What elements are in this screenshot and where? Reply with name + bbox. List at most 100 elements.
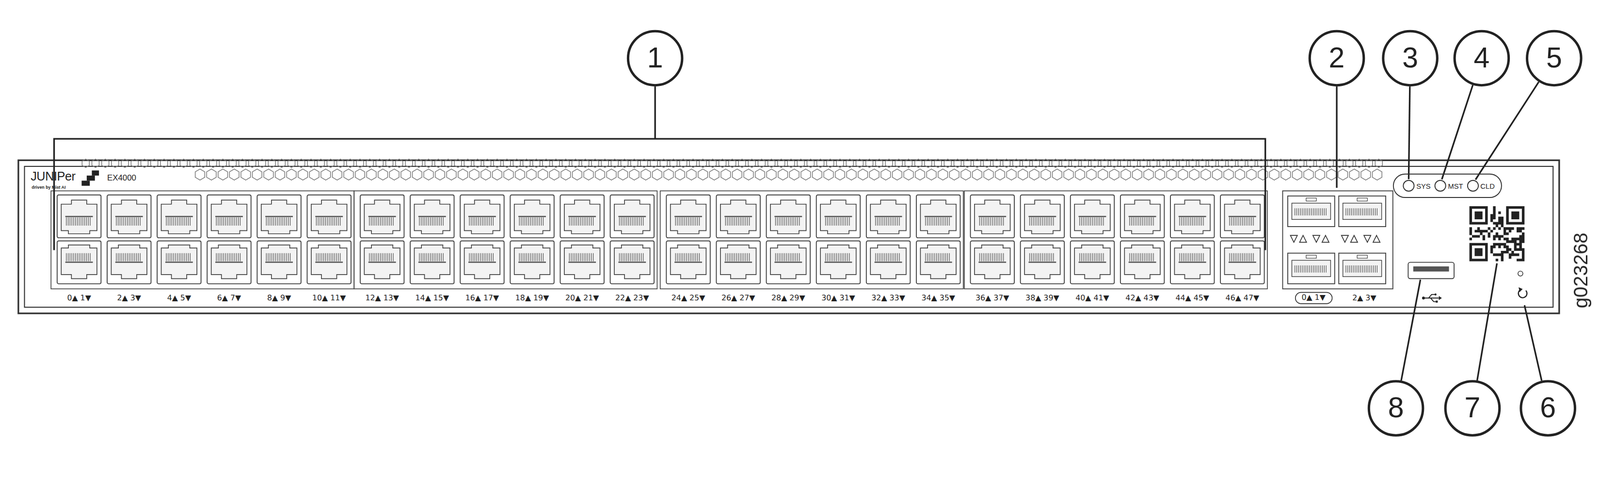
leader-line <box>1477 263 1498 381</box>
port-opening <box>61 244 97 279</box>
port-number: 28▲ 29▼ <box>771 293 805 302</box>
port-frame <box>610 240 655 284</box>
port-opening <box>770 199 807 234</box>
rj45-port <box>1170 194 1215 238</box>
port-contact-bar <box>724 261 752 263</box>
callout-number-text: 8 <box>1388 393 1405 423</box>
rj45-port <box>410 194 454 238</box>
port-contact-bar <box>315 261 343 263</box>
callout-circle <box>1520 381 1576 435</box>
rj45-port <box>766 240 811 284</box>
port-frame <box>207 194 251 238</box>
port-group-outline <box>964 190 1268 289</box>
port-number: 46▲ 47▼ <box>1225 293 1260 302</box>
sfp-contacts <box>1295 208 1327 216</box>
port-frame <box>57 240 101 284</box>
port-number: 26▲ 27▼ <box>721 293 755 302</box>
port-group-outline <box>353 190 657 289</box>
port-opening <box>464 244 501 279</box>
sfp-cage <box>1338 195 1386 227</box>
port-contact-bar <box>115 261 144 263</box>
port-opening <box>1224 244 1261 279</box>
port-contact-bar <box>165 215 193 218</box>
port-frame <box>1070 240 1115 284</box>
callout-number-text: 2 <box>1328 43 1345 73</box>
callout-circle <box>1527 31 1582 85</box>
port-number: 12▲ 13▼ <box>365 293 399 302</box>
rj45-port <box>1020 194 1065 238</box>
rj45-port <box>866 240 911 284</box>
link-triangle <box>1312 235 1320 242</box>
port-contact-bar <box>824 215 853 218</box>
port-contacts <box>925 217 950 226</box>
rj45-port <box>1070 240 1115 284</box>
leader-line <box>654 86 656 139</box>
callout-circle <box>1368 381 1424 435</box>
port-contacts <box>1079 217 1104 226</box>
port-number: 8▲ 9▼ <box>267 293 291 302</box>
port-frame <box>766 240 811 284</box>
sfp-tab <box>1357 255 1368 258</box>
rj45-port <box>410 240 454 284</box>
port-number: 2▲ 3▼ <box>117 293 142 302</box>
led-label: MST <box>1447 182 1463 190</box>
port-contacts <box>725 217 750 226</box>
rj45-port <box>460 194 504 238</box>
port-contact-bar <box>1028 215 1056 218</box>
port-frame <box>460 194 504 238</box>
sfp-opening <box>1291 203 1331 220</box>
status-led <box>1434 180 1446 192</box>
rj45-port <box>1220 240 1264 284</box>
port-frame <box>866 194 911 238</box>
rj45-port <box>460 240 504 284</box>
port-opening <box>820 199 857 234</box>
port-frame <box>1020 194 1065 238</box>
rj45-port <box>716 194 760 238</box>
rj45-port <box>816 194 861 238</box>
port-opening <box>161 244 198 279</box>
callout-circle <box>627 31 683 85</box>
port-frame <box>816 240 861 284</box>
port-contact-bar <box>924 215 953 218</box>
port-contacts <box>316 217 340 226</box>
link-triangle <box>1350 235 1358 242</box>
rj45-port <box>107 194 151 238</box>
port-opening <box>1124 244 1161 279</box>
port-number: 0▲ 1▼ <box>1301 293 1326 302</box>
port-frame <box>256 240 301 284</box>
port-contacts <box>825 253 850 262</box>
port-opening <box>974 244 1011 279</box>
port-number: 42▲ 43▼ <box>1125 293 1159 302</box>
rj45-port <box>666 240 710 284</box>
status-led <box>1403 180 1414 192</box>
port-contacts <box>1029 253 1054 262</box>
brand-logo: JUNIPer <box>30 170 76 183</box>
port-contacts <box>675 217 700 226</box>
port-frame <box>157 194 201 238</box>
port-opening <box>111 199 147 234</box>
port-frame <box>410 194 454 238</box>
port-opening <box>974 199 1011 234</box>
port-frame <box>460 240 504 284</box>
port-opening <box>1074 199 1111 234</box>
port-contact-bar <box>874 261 903 263</box>
port-contact-bar <box>1078 215 1107 218</box>
port-contact-bar <box>1128 215 1157 218</box>
port-group-outline <box>660 190 964 289</box>
port-opening <box>870 244 907 279</box>
port-number: 44▲ 45▼ <box>1175 293 1209 302</box>
rj45-port <box>1120 240 1165 284</box>
port-contacts <box>1029 217 1054 226</box>
sfp-tab <box>1357 197 1368 201</box>
port-contacts <box>619 253 643 262</box>
port-frame <box>1120 194 1165 238</box>
leader-line <box>1401 279 1421 381</box>
port-opening <box>211 244 248 279</box>
port-frame <box>1070 194 1115 238</box>
port-number: 6▲ 7▼ <box>217 293 241 302</box>
port-contacts <box>66 253 91 262</box>
rj45-port <box>157 240 201 284</box>
callout-number-text: 5 <box>1546 43 1563 73</box>
rj45-port <box>360 194 404 238</box>
